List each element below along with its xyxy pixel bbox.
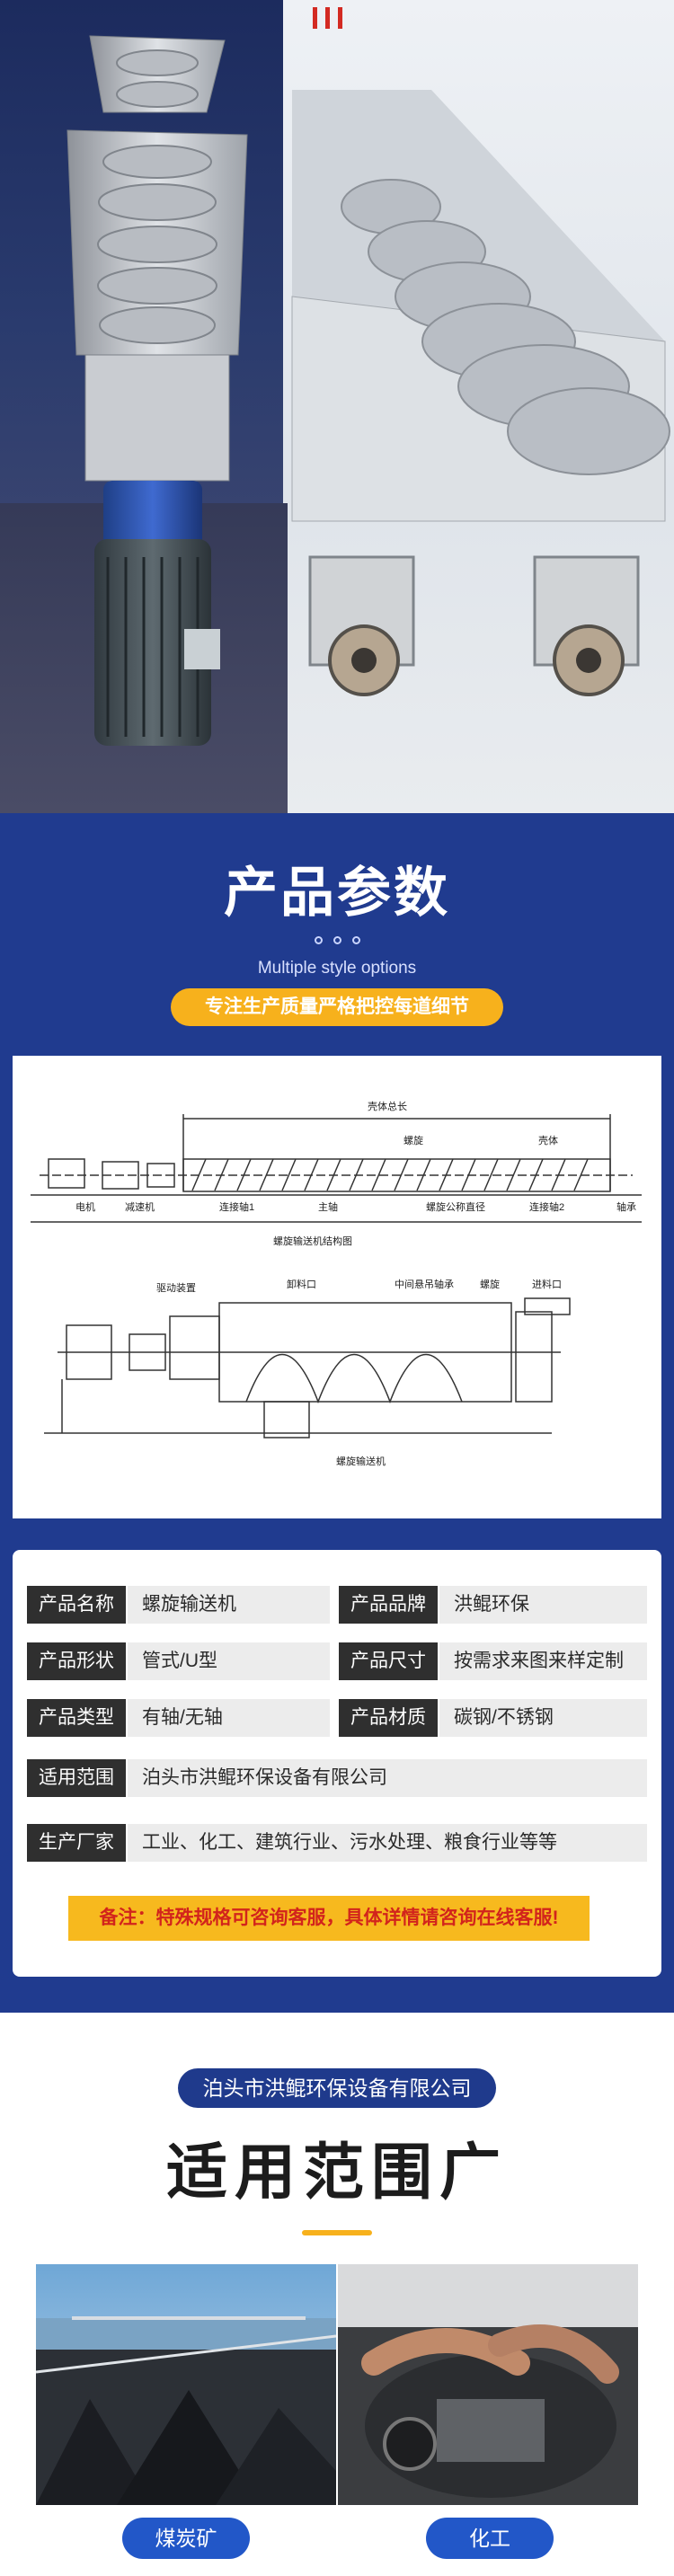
diag-discharge: 卸料口 bbox=[287, 1278, 316, 1290]
spec-label-name: 产品名称 bbox=[27, 1586, 126, 1624]
applications-title: 适用范围广 bbox=[165, 2138, 508, 2207]
params-title: 产品参数 bbox=[224, 863, 450, 923]
diag-bearing: 轴承 bbox=[616, 1200, 636, 1213]
params-subtitle: Multiple style options bbox=[257, 959, 417, 978]
spec-label-material: 产品材质 bbox=[339, 1699, 438, 1737]
diag-hanger: 中间悬吊轴承 bbox=[395, 1278, 454, 1290]
params-slogan: 专注生产质量严格把控每道细节 bbox=[171, 988, 503, 1026]
title-dots bbox=[0, 933, 674, 949]
u-trough-screw-conveyor-illustration bbox=[291, 90, 670, 696]
app-label-chemical: 化工 bbox=[426, 2518, 554, 2559]
title-underline bbox=[302, 2230, 372, 2235]
spec-value-shape: 管式/U型 bbox=[128, 1642, 330, 1680]
spec-value-name: 螺旋输送机 bbox=[128, 1586, 330, 1624]
vertical-screw-conveyor-illustration bbox=[67, 35, 248, 746]
diag-reducer: 减速机 bbox=[125, 1200, 155, 1213]
diag-total-length: 壳体总长 bbox=[368, 1100, 407, 1112]
spec-label-manufacturer: 生产厂家 bbox=[27, 1824, 126, 1862]
spec-label-scope: 适用范围 bbox=[27, 1759, 126, 1797]
diag-screw: 螺旋 bbox=[480, 1278, 500, 1290]
diag-screw-blade: 螺旋 bbox=[404, 1134, 423, 1146]
diag-top-caption: 螺旋输送机结构图 bbox=[273, 1235, 352, 1247]
spec-note: 备注：特殊规格可咨询客服，具体详情请咨询在线客服! bbox=[68, 1896, 590, 1941]
hero-product-photo bbox=[0, 0, 674, 813]
screw-conveyor-structure-diagram: 壳体总长 螺旋 壳体 电机 减速机 连接轴1 主轴 螺旋公称直径 连接轴2 轴承… bbox=[31, 1100, 642, 1467]
diag-coupling-2: 连接轴2 bbox=[529, 1200, 564, 1213]
diag-shell: 壳体 bbox=[538, 1134, 558, 1146]
spec-value-material: 碳钢/不锈钢 bbox=[439, 1699, 647, 1737]
diag-main-shaft: 主轴 bbox=[318, 1200, 338, 1213]
red-marks bbox=[313, 7, 358, 31]
spec-value-brand: 洪鲲环保 bbox=[439, 1586, 647, 1624]
diag-motor: 电机 bbox=[75, 1200, 95, 1213]
diag-drive: 驱动装置 bbox=[156, 1282, 196, 1294]
diag-feed: 进料口 bbox=[532, 1278, 562, 1290]
spec-value-type: 有轴/无轴 bbox=[128, 1699, 330, 1737]
spec-label-shape: 产品形状 bbox=[27, 1642, 126, 1680]
spec-value-manufacturer: 工业、化工、建筑行业、污水处理、粮食行业等等 bbox=[128, 1824, 647, 1862]
spec-label-type: 产品类型 bbox=[27, 1699, 126, 1737]
spec-label-size: 产品尺寸 bbox=[339, 1642, 438, 1680]
spec-value-size: 按需求来图来样定制 bbox=[439, 1642, 647, 1680]
spec-label-brand: 产品品牌 bbox=[339, 1586, 438, 1624]
app-label-coal: 煤炭矿 bbox=[122, 2518, 250, 2559]
chemical-engine-photo bbox=[338, 2264, 638, 2505]
structure-diagram-card: 壳体总长 螺旋 壳体 电机 减速机 连接轴1 主轴 螺旋公称直径 连接轴2 轴承… bbox=[13, 1056, 661, 1518]
company-name-pill: 泊头市洪鲲环保设备有限公司 bbox=[178, 2068, 496, 2108]
coal-mine-photo bbox=[36, 2264, 336, 2505]
diag-bottom-caption: 螺旋输送机 bbox=[336, 1455, 386, 1467]
diag-screw-diameter: 螺旋公称直径 bbox=[426, 1200, 485, 1213]
spec-value-scope: 泊头市洪鲲环保设备有限公司 bbox=[128, 1759, 647, 1797]
diag-coupling-1: 连接轴1 bbox=[219, 1200, 254, 1213]
